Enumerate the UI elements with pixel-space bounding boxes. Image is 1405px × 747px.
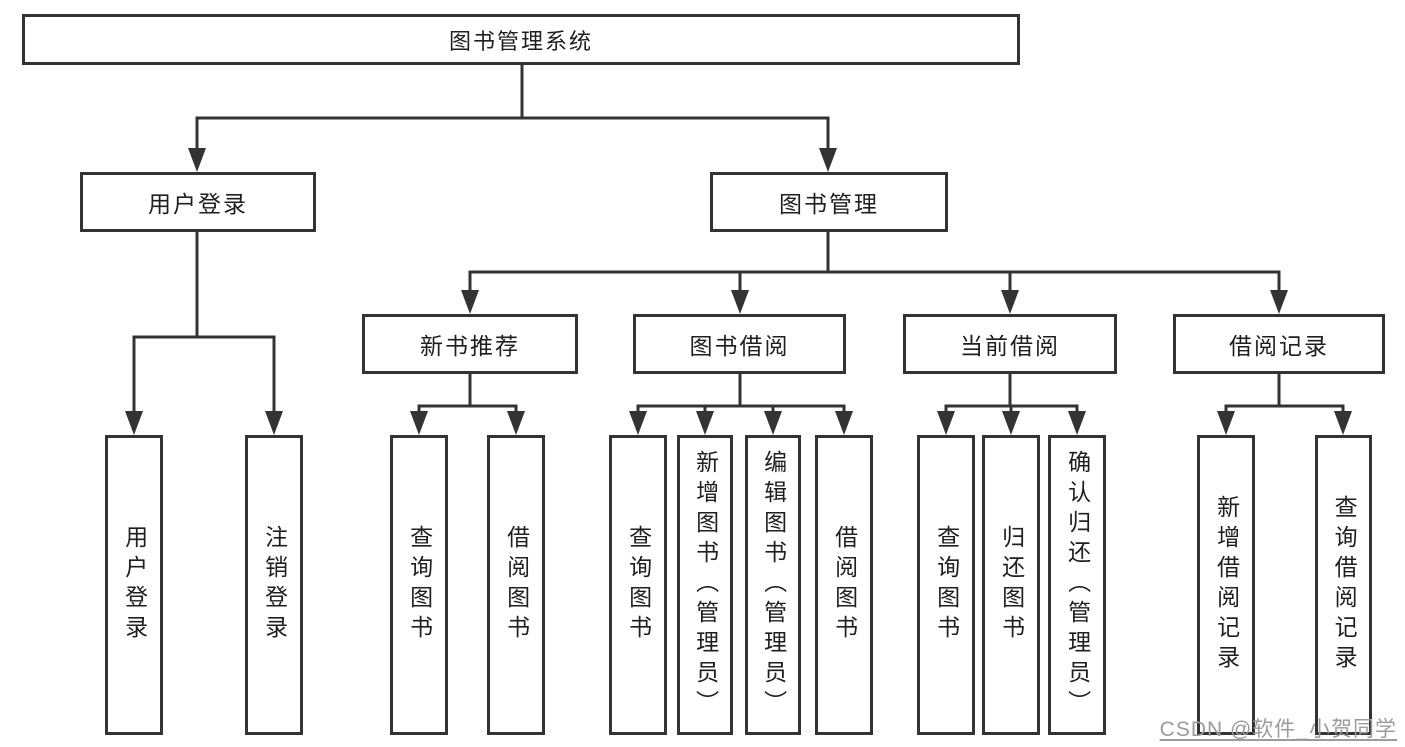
node-book-borrowing: 图书借阅 (633, 314, 846, 374)
node-borrow-records: 借阅记录 (1173, 314, 1385, 374)
arrowheads (125, 148, 1352, 435)
leaf-query-borrow-record: 查询借阅记录 (1315, 435, 1372, 735)
leaf-edit-book-admin-label: 编辑图书（管理员） (760, 450, 787, 720)
leaf-confirm-return-admin: 确认归还（管理员） (1048, 435, 1106, 735)
leaf-logout: 注销登录 (245, 435, 303, 735)
leaf-user-login-label: 用户登录 (121, 525, 148, 645)
edge-book-mgmt-to-sections (468, 232, 1281, 298)
node-current-borrowing: 当前借阅 (903, 314, 1117, 374)
leaf-borrow-books-1-label: 借阅图书 (503, 525, 530, 645)
node-new-book-recommend-label: 新书推荐 (420, 333, 520, 359)
leaf-query-books-3-label: 查询图书 (933, 525, 960, 645)
leaf-query-books-2: 查询图书 (609, 435, 667, 735)
leaf-user-login: 用户登录 (105, 435, 163, 735)
leaf-query-books-1-label: 查询图书 (406, 525, 433, 645)
leaf-return-book: 归还图书 (982, 435, 1040, 735)
edge-user-login-to-leaves (132, 232, 276, 419)
leaf-add-borrow-record: 新增借阅记录 (1197, 435, 1255, 735)
node-root: 图书管理系统 (22, 14, 1020, 65)
leaf-return-book-label: 归还图书 (998, 525, 1025, 645)
leaf-edit-book-admin: 编辑图书（管理员） (745, 435, 801, 735)
leaf-borrow-books-1: 借阅图书 (487, 435, 545, 735)
node-user-login-label: 用户登录 (148, 191, 248, 217)
node-user-login: 用户登录 (80, 172, 316, 232)
leaf-borrow-books-2: 借阅图书 (815, 435, 873, 735)
node-book-borrowing-label: 图书借阅 (689, 333, 790, 359)
leaf-query-books-3: 查询图书 (917, 435, 975, 735)
leaf-add-book-admin: 新增图书（管理员） (677, 435, 733, 735)
leaf-borrow-books-2-label: 借阅图书 (831, 525, 858, 645)
node-new-book-recommend: 新书推荐 (362, 314, 578, 374)
csdn-watermark: CSDN @软件_小贺同学 (1159, 718, 1397, 741)
edge-borrow-to-leaves (636, 374, 846, 419)
node-root-label: 图书管理系统 (448, 28, 593, 54)
edge-new-book-to-leaves (417, 374, 518, 419)
edge-records-to-leaves (1224, 374, 1345, 419)
node-book-management-label: 图书管理 (779, 191, 879, 217)
node-borrow-records-label: 借阅记录 (1229, 333, 1329, 359)
leaf-query-books-2-label: 查询图书 (625, 525, 652, 645)
node-current-borrowing-label: 当前借阅 (960, 333, 1060, 359)
leaf-add-book-admin-label: 新增图书（管理员） (692, 450, 719, 720)
edge-root-to-level2 (195, 65, 830, 156)
leaf-add-borrow-record-label: 新增借阅记录 (1213, 495, 1240, 675)
leaf-logout-label: 注销登录 (261, 525, 288, 645)
node-book-management: 图书管理 (710, 172, 948, 232)
leaf-confirm-return-admin-label: 确认归还（管理员） (1064, 450, 1091, 720)
leaf-query-books-1: 查询图书 (390, 435, 448, 735)
leaf-query-borrow-record-label: 查询借阅记录 (1331, 495, 1358, 675)
